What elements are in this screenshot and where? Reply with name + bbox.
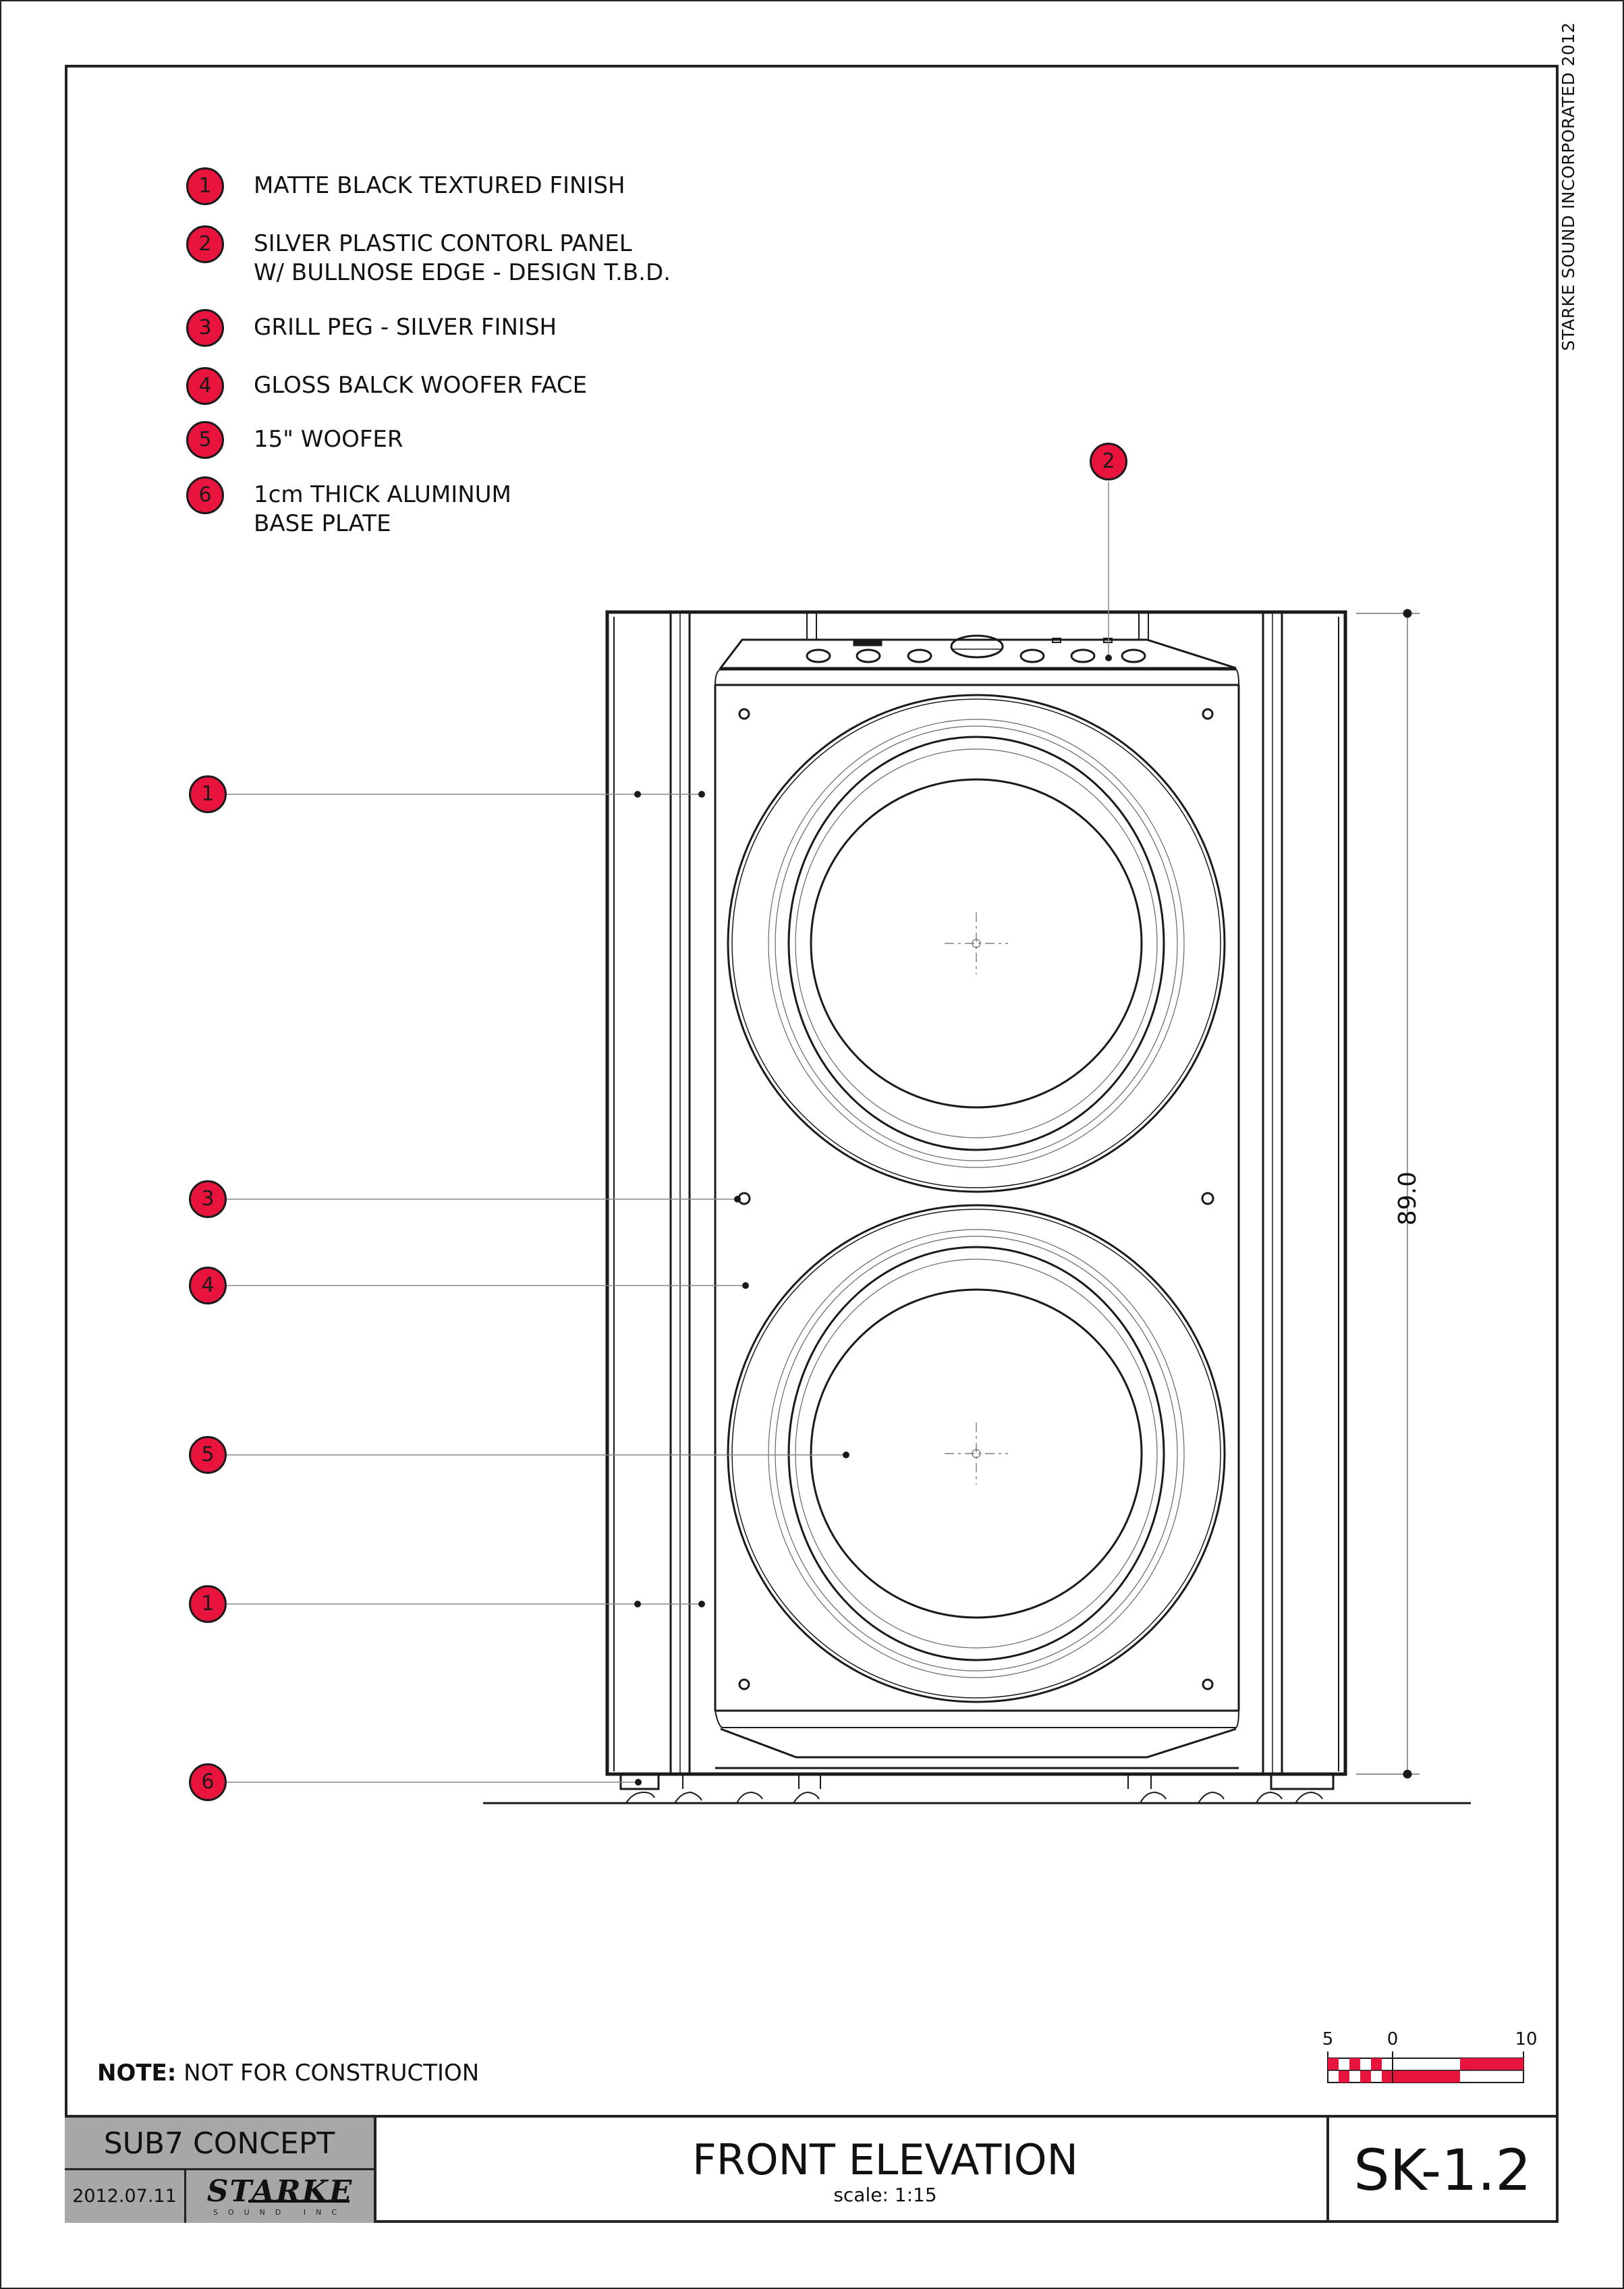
bottom-trim — [720, 1728, 1237, 1759]
callout-bubble: 5 — [189, 1436, 227, 1474]
base-plate — [483, 1773, 1471, 1804]
drawing-scale: scale: 1:15 — [833, 2184, 937, 2206]
cabinet-outline — [605, 610, 1347, 1776]
control-knob — [856, 649, 881, 663]
construction-note: NOTE: NOT FOR CONSTRUCTION — [97, 2060, 479, 2087]
project-name: SUB7 CONCEPT — [65, 2118, 376, 2170]
control-knob — [1070, 649, 1096, 663]
indicator — [1103, 638, 1113, 643]
note-label: NOTE: — [97, 2060, 177, 2087]
legend-line: 1cm THICK ALUMINUM — [254, 481, 511, 508]
callout-bubble: 6 — [186, 476, 224, 514]
lower-woofer — [727, 1204, 1226, 1703]
volume-dial — [950, 634, 1004, 659]
callout-bubble: 4 — [189, 1267, 227, 1304]
callout-bubble: 5 — [186, 421, 224, 459]
drawing-date: 2012.07.11 — [65, 2170, 186, 2223]
grill-peg — [1202, 708, 1214, 720]
grill-peg — [1202, 1678, 1214, 1690]
scale-bar — [1327, 2051, 1524, 2083]
control-knob — [1019, 649, 1045, 663]
control-knob — [1121, 649, 1146, 663]
title-block: SUB7 CONCEPT 2012.07.11 STARKE SOUND INC… — [65, 2115, 1559, 2223]
legend-item: 1 MATTE BLACK TEXTURED FINISH — [186, 167, 625, 205]
woofer-baffle — [714, 685, 1240, 1711]
callout-bubble: 3 — [189, 1180, 227, 1218]
note-text: NOT FOR CONSTRUCTION — [176, 2060, 480, 2087]
logo-wordmark: STARKE — [206, 2174, 354, 2209]
callout-bubble: 2 — [186, 225, 224, 263]
company-logo: STARKE SOUND INC — [186, 2170, 376, 2223]
leader-lines — [227, 482, 1109, 1783]
legend-line: 15" WOOFER — [254, 426, 403, 453]
legend-text: MATTE BLACK TEXTURED FINISH — [254, 167, 625, 200]
logo-subtitle: SOUND INC — [213, 2208, 347, 2217]
scale-label: 5 — [1322, 2029, 1334, 2049]
drawing-title: FRONT ELEVATION — [692, 2135, 1078, 2184]
legend-item: 5 15" WOOFER — [186, 421, 403, 459]
leader-dots — [634, 655, 1112, 1786]
callout-bubble: 1 — [186, 167, 224, 205]
legend-line: BASE PLATE — [254, 510, 391, 537]
legend-line: GRILL PEG - SILVER FINISH — [254, 314, 557, 341]
grill-peg — [738, 708, 750, 720]
drawing-title-cell: FRONT ELEVATION scale: 1:15 — [376, 2118, 1394, 2223]
legend-text: 15" WOOFER — [254, 421, 403, 454]
control-panel — [718, 638, 1237, 669]
control-knob — [907, 649, 932, 663]
callout-bubble: 2 — [1090, 443, 1127, 480]
legend-item: 4 GLOSS BALCK WOOFER FACE — [186, 367, 587, 405]
callout-bubble: 4 — [186, 367, 224, 405]
scale-label: 10 — [1515, 2029, 1537, 2049]
indicator — [1052, 638, 1061, 643]
legend-line: W/ BULLNOSE EDGE - DESIGN T.B.D. — [254, 259, 671, 286]
grill-peg — [738, 1678, 750, 1690]
display-slot — [853, 640, 883, 646]
legend-text: GRILL PEG - SILVER FINISH — [254, 309, 557, 342]
copyright-label: STARKE SOUND INCORPORATED 2012 — [1559, 22, 1578, 351]
grill-peg — [1201, 1192, 1214, 1205]
scale-label: 0 — [1387, 2029, 1399, 2049]
logo-underline — [248, 2200, 349, 2203]
height-dimension — [1356, 609, 1420, 1779]
sheet-number: SK-1.2 — [1326, 2118, 1556, 2223]
callout-bubble: 1 — [189, 775, 227, 813]
callout-bubble: 1 — [189, 1585, 227, 1623]
dimension-label: 89.0 — [1394, 1171, 1422, 1225]
legend-line: GLOSS BALCK WOOFER FACE — [254, 372, 588, 399]
control-knob — [806, 649, 831, 663]
legend-line: SILVER PLASTIC CONTORL PANEL — [254, 230, 632, 257]
legend-text: GLOSS BALCK WOOFER FACE — [254, 367, 587, 400]
drawing-frame — [65, 65, 1559, 2223]
legend-item: 3 GRILL PEG - SILVER FINISH — [186, 309, 557, 347]
upper-woofer — [727, 694, 1226, 1193]
legend-line: MATTE BLACK TEXTURED FINISH — [254, 172, 625, 199]
callout-bubble: 6 — [189, 1763, 227, 1801]
callout-bubble: 3 — [186, 309, 224, 347]
